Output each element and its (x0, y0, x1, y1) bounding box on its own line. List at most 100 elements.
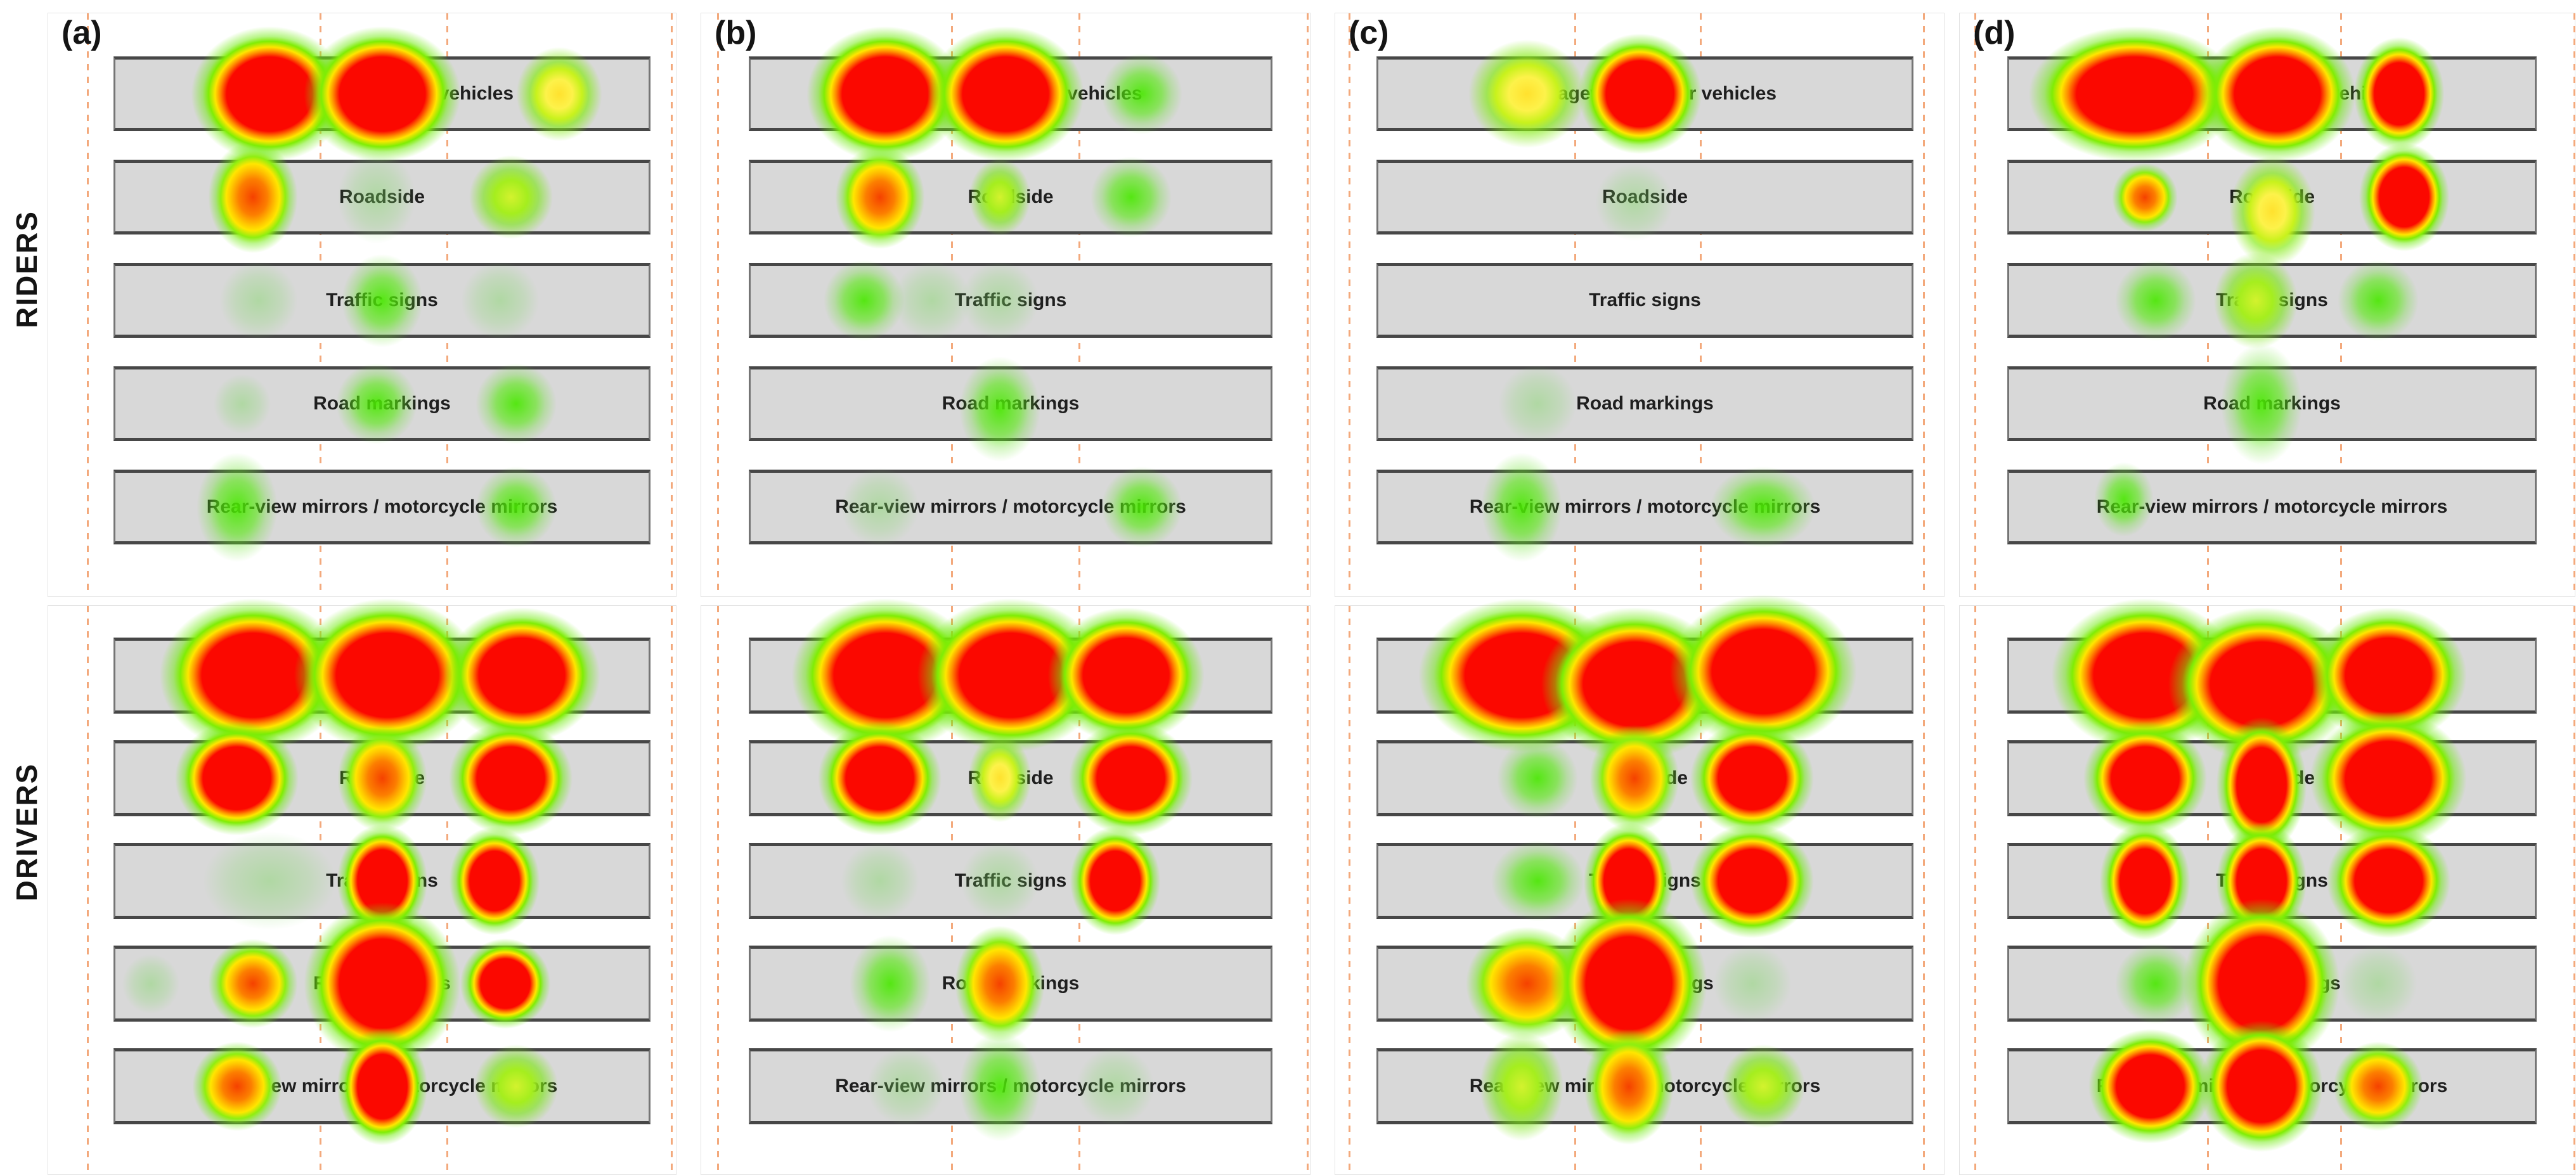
aoi-label: Road markings (2203, 393, 2341, 414)
aoi-bar-2: Roadside (113, 160, 650, 234)
aoi-label: Road markings (2203, 973, 2341, 994)
aoi-bar-3: Traffic signs (113, 843, 650, 919)
aoi-label: Roadside (968, 186, 1054, 207)
aoi-bar-5: Rear-view mirrors / motorcycle mirrors (1376, 1048, 1913, 1124)
guide-line (717, 13, 719, 596)
aoi-label: Roadside (1602, 186, 1688, 207)
aoi-label: Carriageway / motor vehicles (2140, 83, 2404, 104)
aoi-bar-1: Carriageway / motor vehicles (113, 56, 650, 131)
guide-line (1923, 606, 1925, 1174)
aoi-bar-4: Road markings (749, 366, 1272, 441)
aoi-label: Roadside (339, 186, 425, 207)
guide-line (87, 13, 89, 596)
aoi-label: Carriageway / motor vehicles (250, 83, 514, 104)
aoi-bar-3: Traffic signs (2007, 843, 2537, 919)
aoi-label: Carriageway / motor vehicles (250, 665, 514, 686)
aoi-label: Roadside (339, 767, 425, 788)
guide-line (2573, 606, 2575, 1174)
aoi-bar-2: Roadside (2007, 740, 2537, 816)
panel-label-b: (b) (715, 15, 757, 51)
aoi-bar-2: Roadside (749, 160, 1272, 234)
aoi-bar-2: Roadside (749, 740, 1272, 816)
aoi-label: Traffic signs (326, 290, 438, 311)
aoi-label: Rear-view mirrors / motorcycle mirrors (206, 496, 558, 517)
aoi-bar-2: Roadside (1376, 160, 1913, 234)
aoi-bar-1: Carriageway / motor vehicles (1376, 56, 1913, 131)
aoi-label: Traffic signs (1589, 870, 1701, 891)
aoi-label: Carriageway / motor vehicles (2140, 665, 2404, 686)
aoi-label: Carriageway / motor vehicles (1513, 83, 1777, 104)
aoi-bar-2: Roadside (113, 740, 650, 816)
aoi-bar-5: Rear-view mirrors / motorcycle mirrors (2007, 470, 2537, 544)
guide-line (2573, 13, 2575, 596)
aoi-label: Rear-view mirrors / motorcycle mirrors (1469, 496, 1821, 517)
guide-line (717, 606, 719, 1174)
guide-line (1349, 13, 1350, 596)
guide-line (1974, 606, 1976, 1174)
aoi-bar-1: Carriageway / motor vehicles (2007, 56, 2537, 131)
aoi-bar-5: Rear-view mirrors / motorcycle mirrors (1376, 470, 1913, 544)
guide-line (1307, 13, 1309, 596)
aoi-label: Road markings (313, 393, 451, 414)
aoi-bar-5: Rear-view mirrors / motorcycle mirrors (113, 470, 650, 544)
aoi-bar-3: Traffic signs (1376, 843, 1913, 919)
row-label-drivers: DRIVERS (10, 762, 43, 902)
panel-label-c: (c) (1349, 15, 1389, 51)
aoi-bar-4: Road markings (1376, 946, 1913, 1022)
aoi-bar-5: Rear-view mirrors / motorcycle mirrors (749, 1048, 1272, 1124)
aoi-label: Roadside (968, 767, 1054, 788)
aoi-label: Traffic signs (2216, 290, 2328, 311)
aoi-bar-4: Road markings (749, 946, 1272, 1022)
guide-line (671, 13, 673, 596)
aoi-bar-1: Carriageway / motor vehicles (1376, 638, 1913, 714)
aoi-label: Carriageway / motor vehicles (879, 83, 1142, 104)
aoi-bar-4: Road markings (113, 946, 650, 1022)
aoi-bar-3: Traffic signs (1376, 263, 1913, 338)
aoi-bar-5: Rear-view mirrors / motorcycle mirrors (749, 470, 1272, 544)
aoi-label: Rear-view mirrors / motorcycle mirrors (1469, 1075, 1821, 1096)
guide-line (1923, 13, 1925, 596)
aoi-label: Roadside (2229, 767, 2315, 788)
aoi-label: Road markings (1576, 393, 1714, 414)
guide-line (1974, 13, 1976, 596)
aoi-bar-3: Traffic signs (113, 263, 650, 338)
aoi-label: Roadside (1602, 767, 1688, 788)
aoi-label: Carriageway / motor vehicles (879, 665, 1142, 686)
aoi-label: Road markings (942, 393, 1080, 414)
aoi-label: Rear-view mirrors / motorcycle mirrors (206, 1075, 558, 1096)
aoi-label: Road markings (942, 973, 1080, 994)
aoi-label: Rear-view mirrors / motorcycle mirrors (835, 496, 1186, 517)
aoi-label: Rear-view mirrors / motorcycle mirrors (2096, 1075, 2448, 1096)
aoi-label: Traffic signs (954, 290, 1067, 311)
aoi-label: Traffic signs (2216, 870, 2328, 891)
guide-line (87, 606, 89, 1174)
row-label-riders: RIDERS (10, 210, 43, 328)
panel-label-d: (d) (1973, 15, 2016, 51)
aoi-label: Rear-view mirrors / motorcycle mirrors (2096, 496, 2448, 517)
aoi-bar-4: Road markings (1376, 366, 1913, 441)
aoi-label: Traffic signs (954, 870, 1067, 891)
aoi-bar-3: Traffic signs (749, 843, 1272, 919)
aoi-label: Road markings (1576, 973, 1714, 994)
aoi-label: Roadside (2229, 186, 2315, 207)
aoi-label: Carriageway / motor vehicles (1513, 665, 1777, 686)
aoi-bar-4: Road markings (113, 366, 650, 441)
aoi-bar-4: Road markings (2007, 946, 2537, 1022)
aoi-bar-1: Carriageway / motor vehicles (749, 56, 1272, 131)
aoi-bar-1: Carriageway / motor vehicles (749, 638, 1272, 714)
aoi-label: Traffic signs (1589, 290, 1701, 311)
aoi-bar-5: Rear-view mirrors / motorcycle mirrors (2007, 1048, 2537, 1124)
aoi-bar-1: Carriageway / motor vehicles (113, 638, 650, 714)
aoi-label: Traffic signs (326, 870, 438, 891)
aoi-bar-5: Rear-view mirrors / motorcycle mirrors (113, 1048, 650, 1124)
aoi-bar-2: Roadside (1376, 740, 1913, 816)
aoi-bar-4: Road markings (2007, 366, 2537, 441)
aoi-bar-3: Traffic signs (749, 263, 1272, 338)
